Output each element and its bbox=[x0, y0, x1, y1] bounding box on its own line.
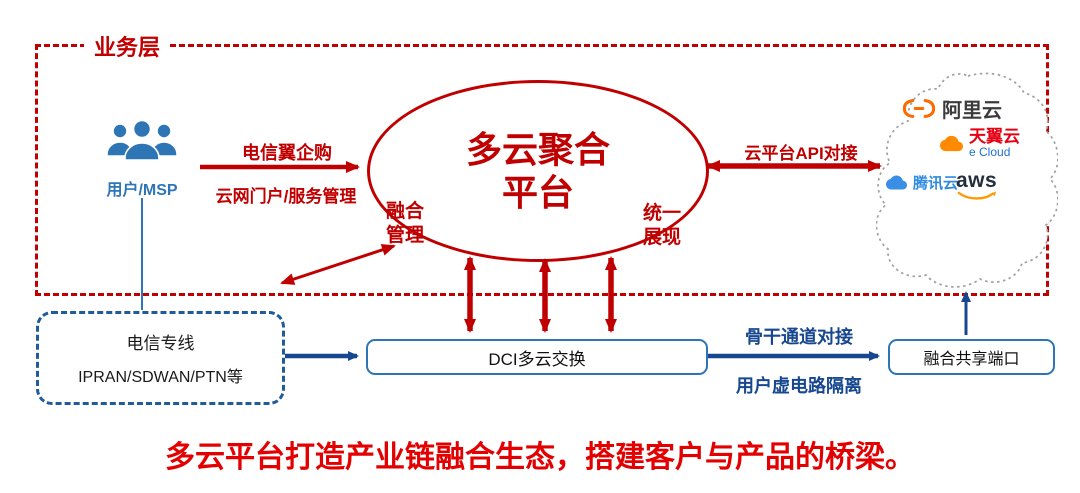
unified-display-label: 统一 展现 bbox=[643, 202, 681, 250]
ecloud-logo: 天翼云 e Cloud bbox=[940, 128, 1020, 158]
shared-port-label: 融合共享端口 bbox=[923, 351, 1020, 368]
dci-exchange-label: DCI多云交换 bbox=[488, 349, 586, 369]
alibaba-cloud-brackets-icon bbox=[902, 98, 936, 119]
dedicated-line-label: 电信专线 bbox=[126, 334, 195, 353]
cloud-outline-path bbox=[876, 72, 1058, 288]
business-layer-label: 业务层 bbox=[84, 30, 171, 62]
users-icon bbox=[106, 119, 178, 161]
aliyun-label: 阿里云 bbox=[942, 100, 1002, 122]
dedicated-line-box: 电信专线 IPRAN/SDWAN/PTN等 bbox=[36, 311, 285, 405]
platform-title-line1: 多云聚合 bbox=[465, 128, 610, 170]
label-cloud-api: 云平台API对接 bbox=[744, 144, 858, 163]
tencent-cloud-logo: 腾讯云 bbox=[886, 172, 958, 193]
cloud-providers: 阿里云 天翼云 e Cloud 腾讯云 aws bbox=[876, 66, 1058, 294]
dedicated-line-tech-label: IPRAN/SDWAN/PTN等 bbox=[78, 369, 243, 386]
label-portal-service: 云网门户/服务管理 bbox=[215, 187, 357, 206]
users-label: 用户/MSP bbox=[106, 182, 178, 199]
fusion-line2: 管理 bbox=[386, 224, 425, 246]
dotted-cloud-outline bbox=[876, 72, 1058, 288]
aws-logo: aws bbox=[956, 170, 997, 202]
ecloud-name: 天翼云 bbox=[969, 127, 1020, 146]
fusion-management-label: 融合 管理 bbox=[386, 200, 424, 248]
platform-title: 多云聚合 平台 bbox=[466, 128, 610, 214]
unified-line1: 统一 bbox=[643, 203, 682, 224]
slogan-text: 多云平台打造产业链融合生态，搭建客户与产品的桥梁。 bbox=[165, 441, 915, 474]
tianyi-cloud-icon bbox=[940, 135, 963, 151]
platform-title-line2: 平台 bbox=[501, 172, 574, 213]
aliyun-logo: 阿里云 bbox=[902, 94, 1002, 123]
ecloud-sub: e Cloud bbox=[969, 144, 1011, 159]
tencent-cloud-icon bbox=[886, 175, 907, 190]
label-backbone-channel: 骨干通道对接 bbox=[745, 327, 853, 347]
unified-line2: 展现 bbox=[643, 226, 682, 248]
fusion-line1: 融合 bbox=[386, 201, 425, 222]
label-telecom-purchase: 电信翼企购 bbox=[242, 143, 332, 163]
label-virtual-circuit-isolation: 用户虚电路隔离 bbox=[736, 376, 862, 396]
aws-smile-arrow-icon bbox=[957, 191, 996, 200]
dci-exchange-box: DCI多云交换 bbox=[366, 339, 708, 375]
aws-label: aws bbox=[956, 169, 998, 192]
tencent-label: 腾讯云 bbox=[913, 175, 959, 192]
shared-port-box: 融合共享端口 bbox=[888, 339, 1055, 375]
